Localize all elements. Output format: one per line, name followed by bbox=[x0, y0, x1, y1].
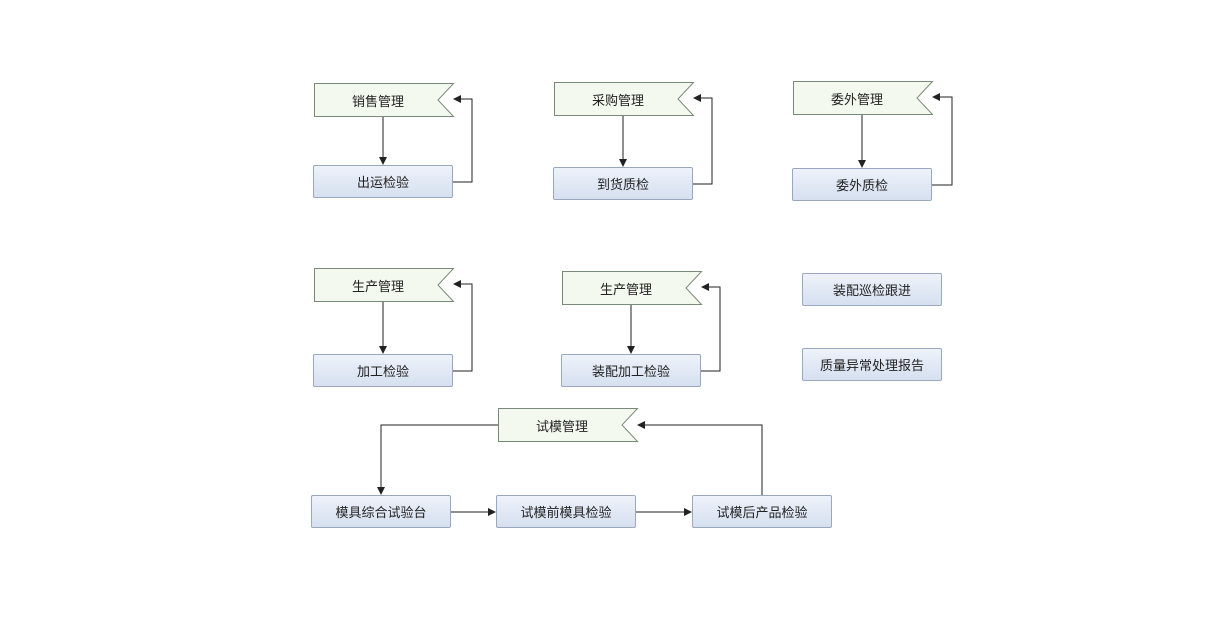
node-assembly-patrol-label: 装配巡检跟进 bbox=[832, 284, 911, 299]
node-post-trial-product-check-label: 试模后产品检验 bbox=[716, 506, 808, 521]
node-outsource-qc[interactable]: 委外质检 bbox=[792, 168, 932, 201]
node-pre-trial-mold-check-label: 试模前模具检验 bbox=[520, 506, 612, 521]
node-quality-exception-report[interactable]: 质量异常处理报告 bbox=[802, 348, 942, 381]
node-production-a[interactable]: 生产管理 bbox=[314, 268, 455, 302]
edge-post-trial-check-to-trial-mold bbox=[637, 421, 763, 495]
node-production-b[interactable]: 生产管理 bbox=[562, 271, 703, 305]
edge-arrival-qc-to-purchase bbox=[692, 94, 713, 185]
node-purchase[interactable]: 采购管理 bbox=[554, 82, 695, 116]
node-mold-test-bench-label: 模具综合试验台 bbox=[335, 506, 427, 521]
edge-shipping-check-to-sales bbox=[452, 95, 473, 183]
edge-assembly-processing-check-to-production-b bbox=[700, 283, 721, 372]
node-processing-check-label: 加工检验 bbox=[356, 365, 409, 380]
node-shipping-check[interactable]: 出运检验 bbox=[313, 165, 453, 198]
node-outsource[interactable]: 委外管理 bbox=[793, 81, 934, 115]
node-trial-mold[interactable]: 试模管理 bbox=[498, 408, 639, 442]
node-sales-label: 销售管理 bbox=[351, 94, 404, 110]
node-production-b-label: 生产管理 bbox=[599, 282, 652, 298]
node-purchase-label: 采购管理 bbox=[591, 93, 644, 109]
node-outsource-qc-label: 委外质检 bbox=[835, 179, 888, 194]
node-quality-exception-report-label: 质量异常处理报告 bbox=[819, 359, 924, 374]
node-processing-check[interactable]: 加工检验 bbox=[313, 354, 453, 387]
node-trial-mold-label: 试模管理 bbox=[535, 419, 588, 435]
node-production-a-label: 生产管理 bbox=[351, 279, 404, 295]
edge-trial-mold-to-mold-test-bench bbox=[377, 424, 498, 495]
node-sales[interactable]: 销售管理 bbox=[314, 83, 455, 117]
node-outsource-label: 委外管理 bbox=[830, 92, 883, 108]
node-post-trial-product-check[interactable]: 试模后产品检验 bbox=[692, 495, 832, 528]
node-arrival-qc-label: 到货质检 bbox=[596, 178, 649, 193]
node-assembly-processing-check-label: 装配加工检验 bbox=[591, 365, 670, 380]
node-mold-test-bench[interactable]: 模具综合试验台 bbox=[311, 495, 451, 528]
edge-processing-check-to-production-a bbox=[452, 280, 473, 372]
node-shipping-check-label: 出运检验 bbox=[356, 176, 409, 191]
node-assembly-patrol[interactable]: 装配巡检跟进 bbox=[802, 273, 942, 306]
node-pre-trial-mold-check[interactable]: 试模前模具检验 bbox=[496, 495, 636, 528]
node-assembly-processing-check[interactable]: 装配加工检验 bbox=[561, 354, 701, 387]
node-arrival-qc[interactable]: 到货质检 bbox=[553, 167, 693, 200]
edge-outsource-qc-to-outsource bbox=[931, 93, 953, 186]
